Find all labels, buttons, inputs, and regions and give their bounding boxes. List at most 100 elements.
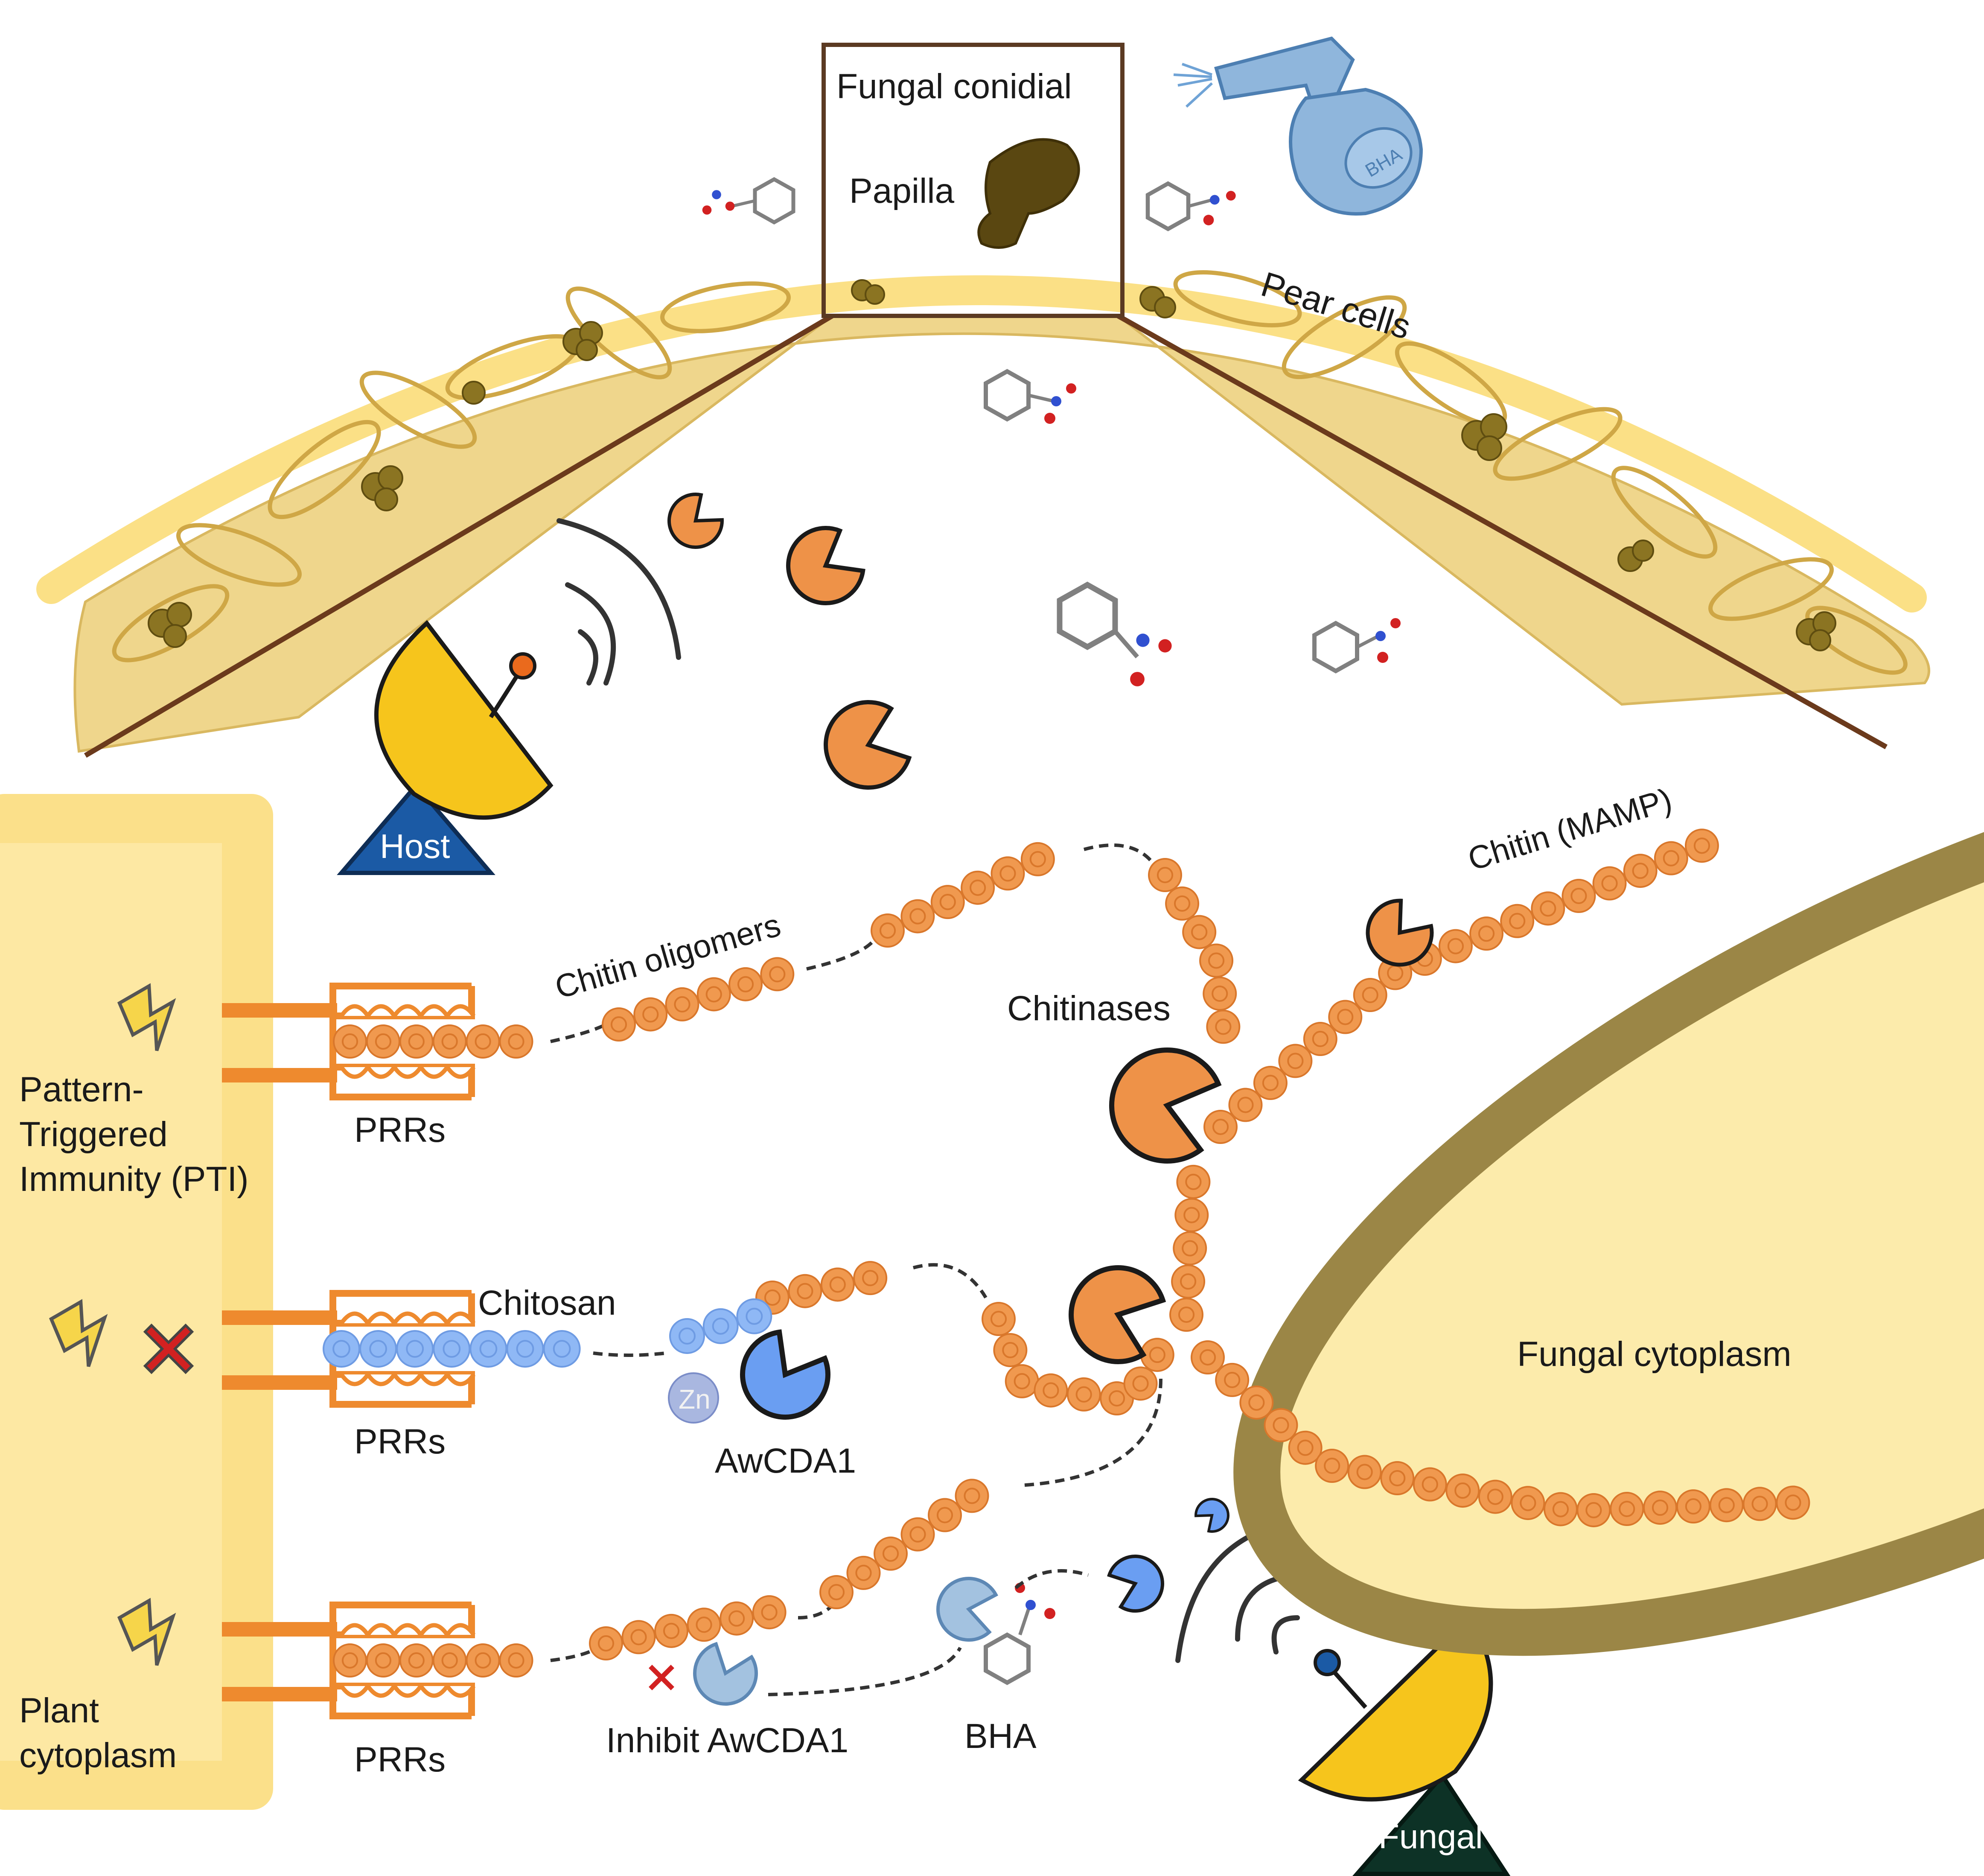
- chitin-bead: [432, 1024, 467, 1059]
- pti-label-line1: Pattern-: [19, 1070, 144, 1109]
- chitosan-bead: [469, 1330, 507, 1368]
- satellite-dish-icon: [374, 620, 554, 820]
- chitin-bead: [499, 1024, 533, 1059]
- molecule-icon: [702, 177, 795, 225]
- chitin-bead: [1303, 1022, 1337, 1056]
- chitin-bead: [1264, 1408, 1298, 1442]
- molecule-icon: [984, 1583, 1055, 1685]
- prrs-label-1: PRRs: [354, 1111, 446, 1150]
- chitin-bead: [1315, 1449, 1349, 1483]
- chitin-bead: [466, 1024, 500, 1059]
- prr-receptors: [222, 983, 476, 1719]
- chitin-bead: [366, 1643, 400, 1678]
- chitin-bead: [900, 1517, 935, 1552]
- chitinase-enzyme: [824, 700, 912, 790]
- chitin-bead: [499, 1643, 533, 1678]
- chitin-bead: [687, 1608, 721, 1642]
- molecule-icon: [1145, 181, 1236, 231]
- chitosan-bead: [543, 1330, 581, 1368]
- chitin-bead: [1413, 1467, 1447, 1502]
- fungal-cell: Fungal cytoplasm: [1233, 734, 1984, 1656]
- chitin-bead: [399, 1024, 434, 1059]
- lightning-icon: [117, 1598, 176, 1666]
- papilla-shape: [977, 138, 1080, 249]
- chitinase-enzyme: [1069, 1265, 1166, 1364]
- chitosan-bead: [359, 1330, 397, 1368]
- chitin-bead: [399, 1643, 434, 1678]
- chitosan-bead: [433, 1330, 471, 1368]
- lightning-icon: [117, 983, 176, 1051]
- chitin-bead: [466, 1643, 500, 1678]
- chitin-bead: [991, 856, 1025, 891]
- chitin-bead: [1592, 866, 1627, 901]
- chitin-bead: [993, 1333, 1028, 1367]
- chitin-bead: [788, 1274, 822, 1308]
- chitosan-bead: [702, 1308, 739, 1344]
- chitin-bead: [1288, 1430, 1323, 1465]
- chitin-bead: [846, 1555, 881, 1590]
- chitosan-label: Chitosan: [478, 1284, 616, 1322]
- chitin-bead: [1623, 854, 1658, 888]
- chitin-bead: [1169, 1298, 1203, 1332]
- chitin-bead: [1215, 1363, 1250, 1397]
- chitin-bead: [1182, 915, 1217, 949]
- chitosan-bead: [506, 1330, 544, 1368]
- molecule-icon: [984, 369, 1076, 424]
- chitin-bead: [1203, 1110, 1238, 1144]
- chitin-bead: [633, 997, 668, 1032]
- chitin-bead: [696, 977, 731, 1012]
- chitosan-bead: [396, 1330, 434, 1368]
- chitin-bead: [366, 1024, 400, 1059]
- plant-cytoplasm-label-line1: Plant: [19, 1691, 99, 1730]
- chitin-bead: [602, 1007, 636, 1042]
- chitin-bead: [1174, 1198, 1209, 1232]
- chitin-bead: [1511, 1486, 1545, 1520]
- chitin-bead: [1203, 976, 1237, 1011]
- satellite-dish-icon: [1298, 1614, 1493, 1802]
- chitin-bead: [1684, 829, 1719, 863]
- chitin-bead: [1438, 929, 1473, 963]
- plant-cytoplasm-label-line2: cytoplasm: [19, 1736, 177, 1775]
- spray-bottle-icon: BHA: [1173, 36, 1423, 216]
- lightning-icon: [49, 1299, 108, 1367]
- chitosan-bead: [669, 1318, 705, 1354]
- awcda1-enzyme-bound: [936, 1577, 998, 1642]
- chitin-bead: [1610, 1492, 1644, 1526]
- chitin-bead: [955, 1479, 989, 1513]
- chitin-bead: [432, 1643, 467, 1678]
- chitin-bead: [1709, 1488, 1744, 1523]
- chitinase-enzyme: [1366, 899, 1434, 967]
- chitosan-bead: [323, 1330, 360, 1368]
- cross-icon: [649, 1665, 674, 1690]
- awcda1-enzyme-inhibited: [693, 1642, 758, 1706]
- chitin-bead: [961, 870, 995, 905]
- chitin-bead: [1165, 886, 1200, 921]
- chitin-bead: [1353, 978, 1387, 1012]
- chitin-bead: [1380, 1461, 1415, 1496]
- chitin-bead: [728, 967, 763, 1001]
- prrs-label-2: PRRs: [354, 1422, 446, 1461]
- chitin-bead: [1643, 1491, 1678, 1525]
- fungal-conidial-box: Fungal conidial Papilla: [822, 43, 1125, 318]
- chitin-bead: [1278, 1044, 1313, 1078]
- chitin-bead: [1742, 1487, 1777, 1521]
- chitin-bead: [1328, 1000, 1363, 1034]
- chitin-bead: [1478, 1479, 1512, 1514]
- chitin-bead: [1140, 1338, 1174, 1372]
- pti-label-line2: Triggered: [19, 1115, 168, 1154]
- chitin-bead: [1562, 878, 1596, 913]
- awcda1-enzyme: [1194, 1498, 1229, 1533]
- pti-label-line3: Immunity (PTI): [19, 1160, 249, 1199]
- host-satellite: Host: [337, 518, 681, 875]
- chitin-bead: [1531, 891, 1565, 926]
- chitin-bead: [819, 1575, 854, 1609]
- chitin-bead: [760, 957, 795, 992]
- prr-receptor: [222, 1290, 476, 1408]
- fungal-conidial-label: Fungal conidial: [836, 67, 1072, 106]
- chitin-bead: [1173, 1231, 1207, 1266]
- chitin-bead: [333, 1024, 367, 1059]
- chitosan-bead: [736, 1298, 772, 1334]
- chitin-bead: [654, 1613, 689, 1648]
- chitin-bead: [1676, 1489, 1710, 1524]
